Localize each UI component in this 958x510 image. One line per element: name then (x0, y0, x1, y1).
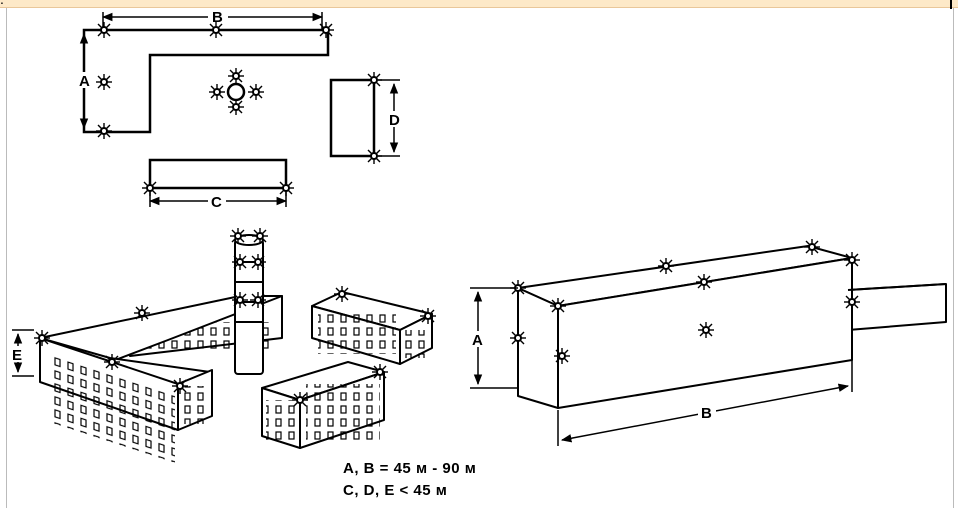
plan-l-building (82, 28, 330, 134)
iso-building-d (311, 291, 433, 365)
plan-label-a: A (79, 73, 90, 90)
iso-l-building (39, 295, 283, 463)
caption: A, B = 45 м - 90 м C, D, E < 45 м (343, 458, 476, 502)
plan-chimney-symbol (208, 67, 265, 116)
plan-label-d: D (389, 112, 400, 129)
scroll-tick (950, 0, 952, 9)
iso-large-building (517, 245, 947, 409)
iso-label-e: E (12, 347, 22, 364)
plan-building-d (329, 78, 376, 158)
figure-frame (6, 8, 954, 508)
iso-building-c (261, 361, 385, 449)
plan-building-c (148, 158, 288, 190)
plan-lamps-l (95, 21, 335, 140)
iso-label-a: A (472, 332, 483, 349)
caption-line-1: A, B = 45 м - 90 м (343, 460, 477, 477)
cut-text: . (0, 0, 4, 7)
header-strip: . (0, 0, 958, 9)
plan-label-c: C (211, 194, 222, 211)
caption-line-2: C, D, E < 45 м (343, 482, 448, 499)
plan-label-b: B (212, 9, 223, 26)
iso-label-b: B (701, 405, 712, 422)
iso-chimney (234, 234, 264, 375)
